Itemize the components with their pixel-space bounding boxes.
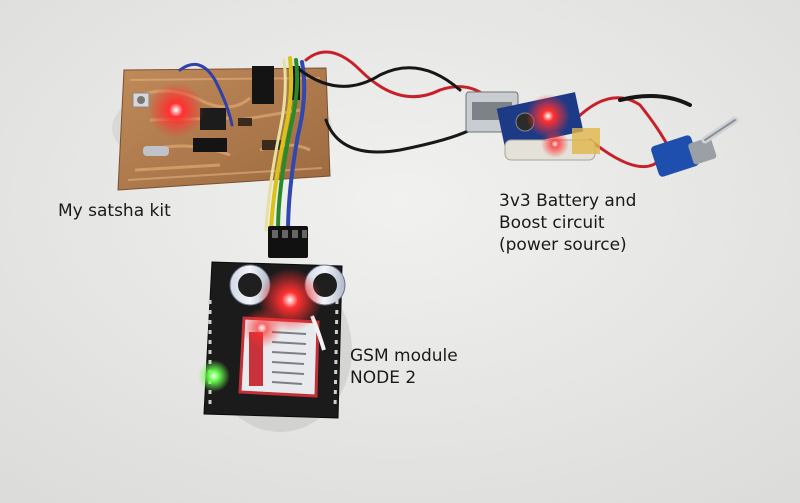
red-led-glow (526, 94, 570, 138)
battery-boost-circuit (465, 91, 600, 161)
green-led-glow (198, 360, 230, 392)
gsm-module-label: GSM module NODE 2 (350, 345, 458, 389)
satsha-kit-board (117, 66, 331, 191)
microcontroller-chip (200, 108, 226, 130)
satsha-kit-label: My satsha kit (58, 201, 171, 221)
gsm-module-board (198, 226, 346, 419)
toggle-switch (651, 116, 739, 177)
battery-label-line3: (power source) (499, 235, 627, 255)
wires (178, 50, 692, 234)
red-led-glow (148, 82, 204, 138)
battery-label-line2: Boost circuit (499, 213, 605, 233)
gsm-label-line2: NODE 2 (350, 368, 417, 388)
gsm-label-line1: GSM module (350, 346, 458, 366)
battery-label-line1: 3v3 Battery and (499, 191, 637, 211)
battery-label: 3v3 Battery and Boost circuit (power sou… (499, 190, 636, 256)
